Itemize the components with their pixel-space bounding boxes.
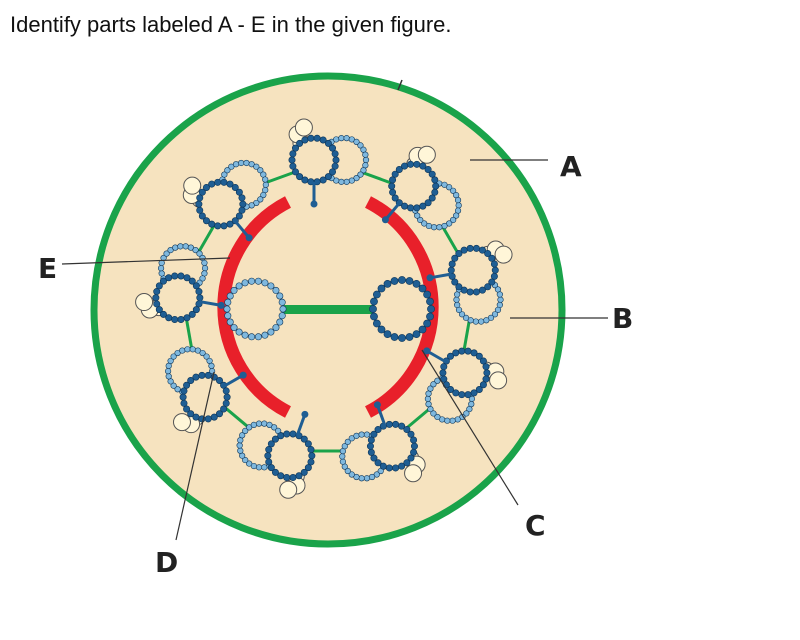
- spoke-head: [217, 301, 225, 309]
- dynein-arm: [172, 413, 191, 432]
- dynein-arm: [183, 176, 202, 195]
- radial-spoke: [223, 373, 244, 388]
- radial-spoke: [376, 404, 387, 427]
- a-tubule: [366, 420, 418, 472]
- membrane-tick: [397, 79, 403, 91]
- label-d: D: [155, 546, 178, 579]
- spoke-head: [301, 410, 309, 418]
- central-microtubule-left: [223, 277, 287, 341]
- a-tubule: [439, 347, 491, 399]
- label-e: E: [38, 252, 57, 285]
- a-tubule: [179, 371, 231, 423]
- spoke-head: [373, 401, 381, 409]
- spoke-head: [239, 371, 247, 379]
- dynein-arm: [279, 480, 298, 499]
- a-tubule: [388, 160, 440, 212]
- a-tubule: [152, 272, 204, 324]
- spoke-head: [381, 216, 389, 224]
- spoke-head: [426, 274, 434, 282]
- a-tubule: [288, 134, 340, 186]
- peripheral-doublets: [152, 134, 504, 482]
- dynein-arm: [404, 464, 423, 483]
- leader-line-e: [61, 257, 231, 265]
- radial-spoke: [233, 219, 251, 239]
- a-tubule: [195, 178, 247, 230]
- radial-spoke: [429, 272, 452, 280]
- central-bridge: [282, 305, 374, 314]
- radial-spoke: [295, 413, 307, 436]
- central-microtubule-right: [369, 276, 435, 342]
- a-tubule: [447, 244, 499, 296]
- spoke-head: [310, 200, 318, 208]
- radial-spoke: [199, 300, 222, 307]
- dynein-arm: [294, 118, 313, 137]
- spoke-head: [423, 347, 431, 355]
- dynein-arm: [494, 245, 513, 264]
- spoke-head: [245, 234, 253, 242]
- dynein-arm: [135, 293, 154, 312]
- radial-spoke: [384, 201, 401, 221]
- label-a: A: [560, 150, 582, 183]
- radial-spokes: [199, 182, 452, 436]
- leader-line-c: [421, 349, 519, 506]
- dynein-arm: [417, 145, 436, 164]
- question-text: Identify parts labeled A - E in the give…: [10, 12, 452, 37]
- a-tubule: [264, 430, 316, 482]
- label-c: C: [525, 509, 546, 542]
- dynein-arm: [489, 371, 508, 390]
- radial-spoke: [426, 349, 447, 364]
- central-microtubules: [223, 276, 435, 342]
- label-b: B: [612, 302, 633, 335]
- leader-line-d: [175, 371, 215, 541]
